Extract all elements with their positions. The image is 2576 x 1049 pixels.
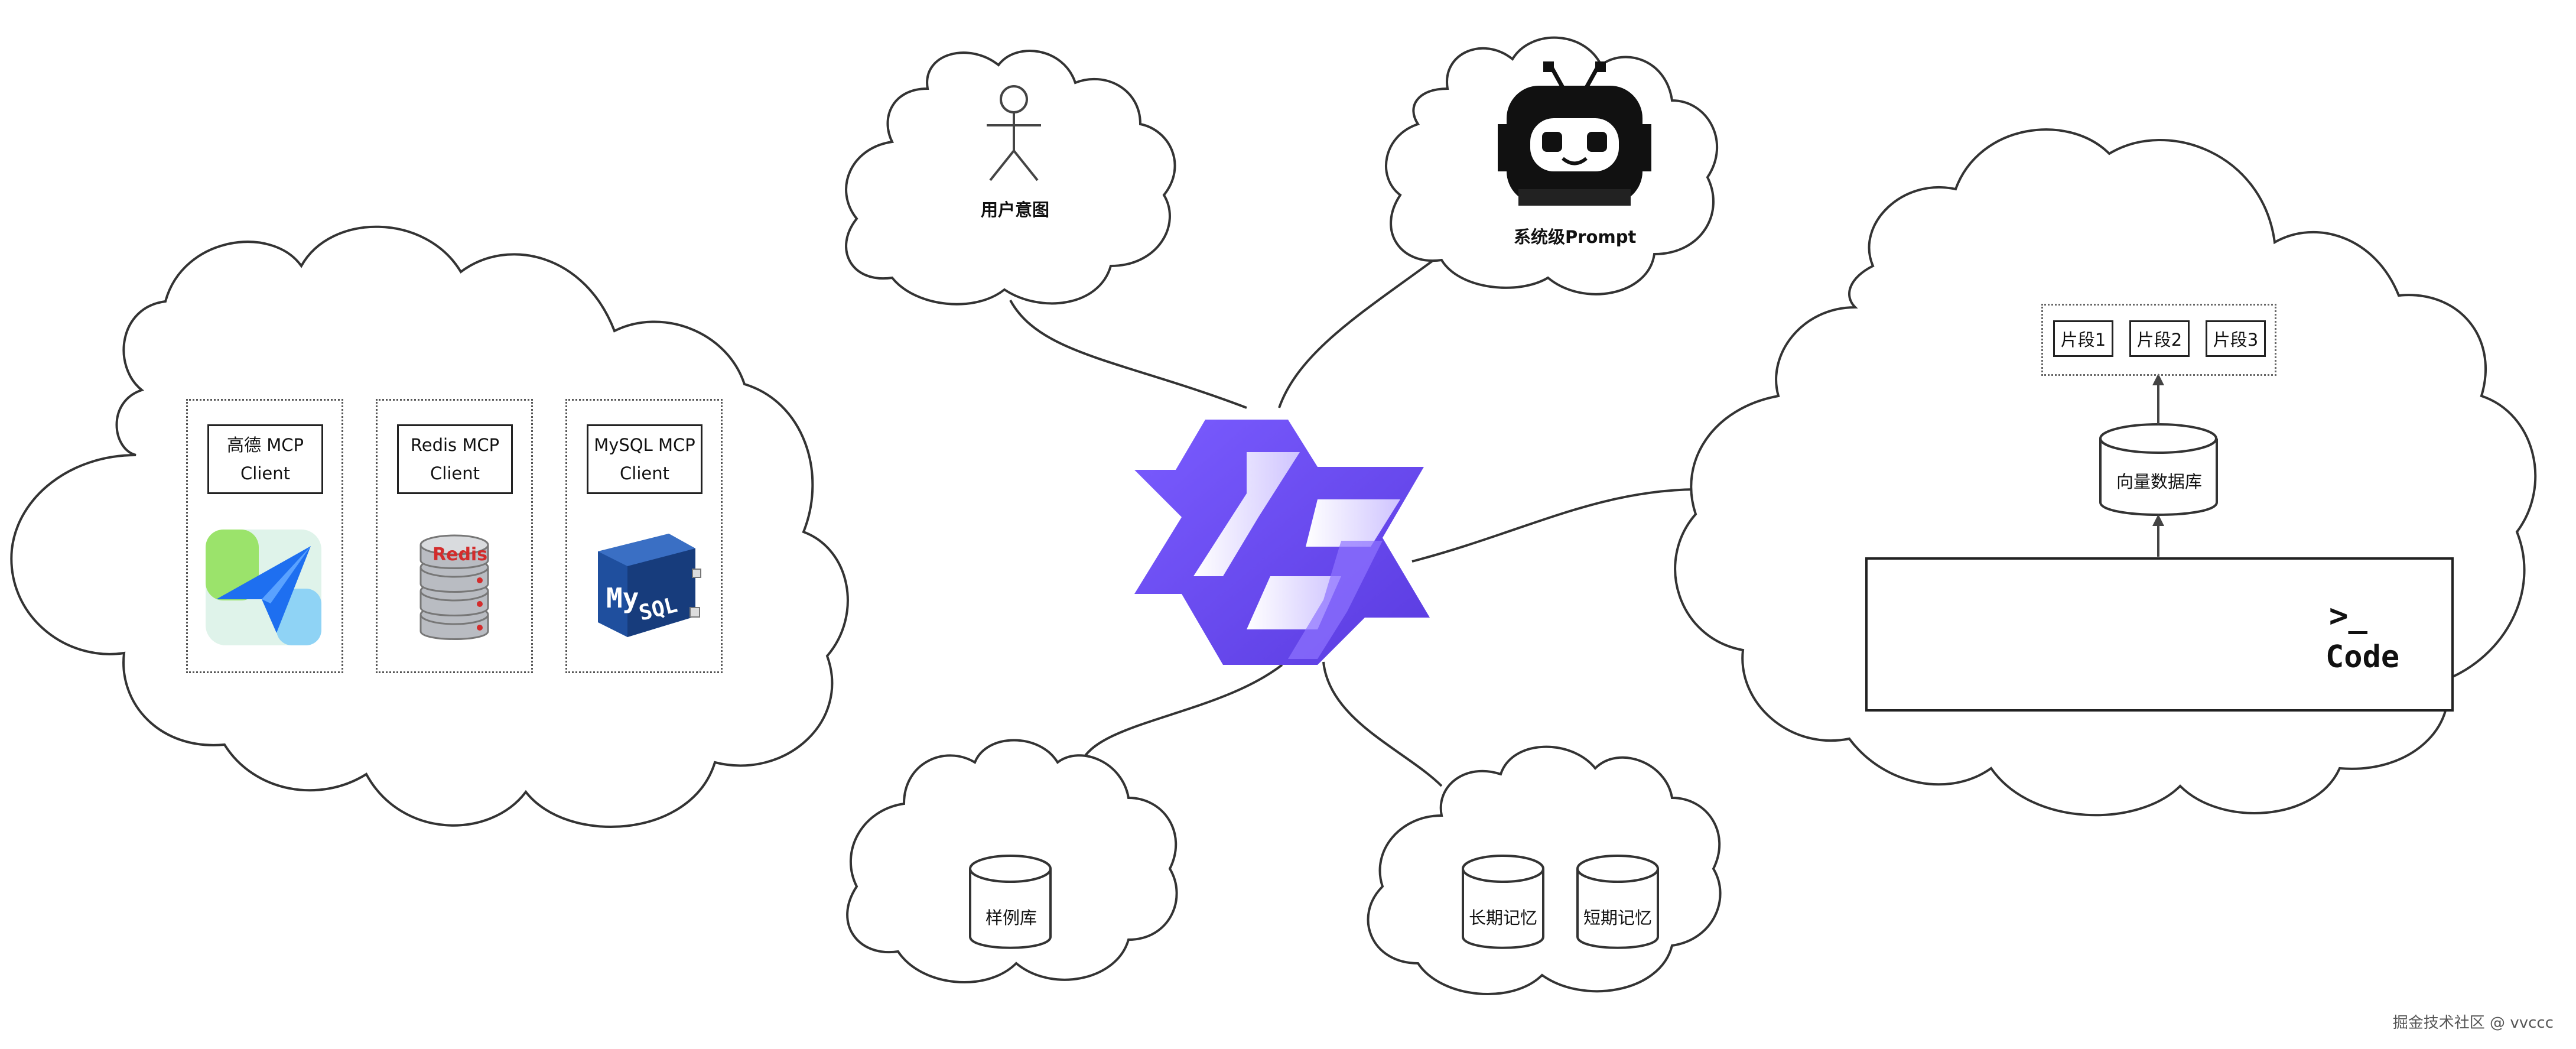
svg-text:Redis: Redis <box>432 544 487 565</box>
watermark: 掘金技术社区 @ vvccc <box>2392 1014 2554 1032</box>
fragment-2: 片段2 <box>2129 320 2190 357</box>
documents-caption: Documents <box>2183 661 2272 677</box>
vector-arrows <box>2152 374 2164 557</box>
redis-database-icon: Redis <box>419 534 489 640</box>
user-intent-label: 用户意图 <box>981 200 1050 220</box>
client-mysql-line1: MySQL MCP <box>594 435 695 455</box>
client-redis: Redis MCP Client Redis <box>376 399 533 673</box>
client-mysql-line2: Client <box>620 463 669 483</box>
svg-text:My: My <box>606 582 639 614</box>
client-redis-line1: Redis MCP <box>410 435 500 455</box>
robot-icon <box>1498 61 1651 206</box>
connector-to-user-intent <box>1009 300 1247 409</box>
user-figure-icon <box>987 85 1041 181</box>
client-mysql-title: MySQL MCP Client <box>587 424 702 494</box>
cylinder-example-db <box>969 855 1052 949</box>
arrowhead-docs-to-vector <box>2152 514 2164 526</box>
code-caption: Code <box>2325 639 2400 675</box>
connector-to-example <box>1080 664 1283 763</box>
cloud-user-intent <box>845 50 1176 306</box>
client-gaode-line1: 高德 MCP <box>227 435 304 455</box>
client-gaode: 高德 MCP Client <box>186 399 343 673</box>
client-gaode-line2: Client <box>240 463 290 483</box>
cylinder-vector-db <box>2099 423 2218 516</box>
mysql-cube-icon: My SQL <box>598 534 701 637</box>
fragments-group <box>2041 304 2276 376</box>
fragment-1: 片段1 <box>2053 320 2113 357</box>
example-db-label: 样例库 <box>985 908 1037 928</box>
fragment-3: 片段3 <box>2206 320 2266 357</box>
gaode-map-icon <box>206 530 321 645</box>
short-memory-label: 短期记忆 <box>1583 908 1653 928</box>
code-prompt-text: >_ <box>2329 597 2368 634</box>
cylinder-long-memory <box>1462 855 1544 949</box>
qwen-logo-icon <box>1134 420 1430 665</box>
doc-sources-frame <box>1865 557 2454 712</box>
connector-to-prompt <box>1278 253 1443 408</box>
connector-group <box>620 253 1696 787</box>
client-mysql: MySQL MCP Client My SQL <box>565 399 723 673</box>
long-memory-label: 长期记忆 <box>1469 908 1538 928</box>
system-prompt-label: 系统级Prompt <box>1514 227 1637 247</box>
connector-to-memory <box>1322 661 1443 787</box>
cylinder-short-memory <box>1576 855 1659 949</box>
connector-to-right <box>1411 488 1696 563</box>
client-gaode-title: 高德 MCP Client <box>207 424 323 494</box>
vector-db-label: 向量数据库 <box>2116 472 2203 492</box>
client-redis-line2: Client <box>430 463 480 483</box>
client-redis-title: Redis MCP Client <box>397 424 513 494</box>
arrowhead-vector-to-fragments <box>2152 374 2164 385</box>
